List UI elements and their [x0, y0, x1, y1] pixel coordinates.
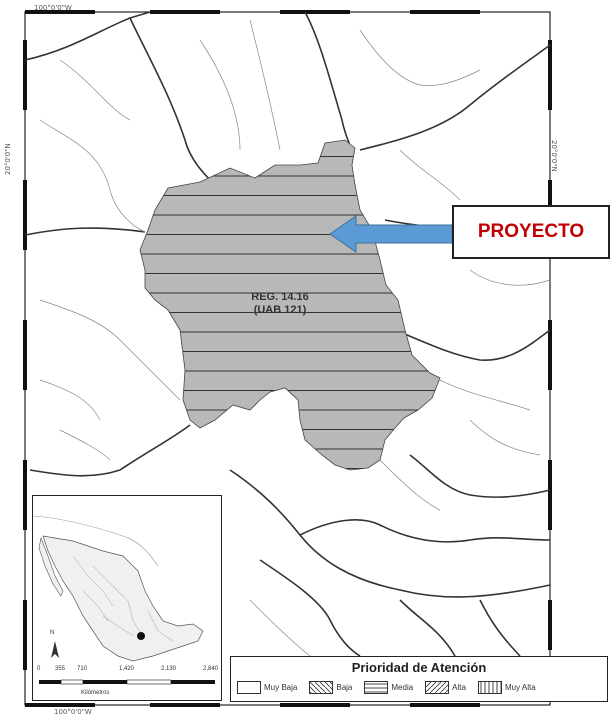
legend-items: Muy Baja Baja Media Alta Muy Alta — [237, 681, 536, 694]
scale-tick: 2,130 — [161, 666, 177, 672]
project-callout: PROYECTO — [452, 205, 610, 259]
legend-swatch — [477, 681, 502, 694]
scale-tick: 0 — [37, 666, 41, 672]
legend-swatch — [364, 681, 389, 694]
coordinate-bottom: 100°0'0"W — [54, 708, 92, 716]
legend-label: Alta — [452, 683, 466, 692]
inset-mexico-shape — [42, 535, 204, 662]
region-polygon — [139, 139, 441, 471]
scale-unit: Kilómetros — [81, 690, 110, 696]
legend: Prioridad de Atención Muy Baja Baja Medi… — [230, 656, 608, 702]
region-label: REG. 14.16 (UAB 121) — [230, 291, 330, 317]
scale-tick: 1,420 — [119, 666, 135, 672]
inset-project-marker — [137, 632, 145, 640]
legend-item-muy-alta: Muy Alta — [477, 681, 536, 694]
project-label: PROYECTO — [477, 221, 585, 242]
scale-tick: 710 — [77, 666, 88, 672]
coordinate-top: 100°0'0"W — [34, 4, 72, 12]
legend-item-baja: Baja — [309, 681, 352, 694]
scale-bar — [39, 679, 215, 685]
legend-swatch — [425, 681, 450, 694]
legend-item-muy-baja: Muy Baja — [237, 681, 297, 694]
inset-state-lines — [72, 555, 174, 642]
legend-label: Muy Alta — [504, 683, 536, 692]
inset-us-border — [33, 515, 159, 567]
legend-item-alta: Alta — [425, 681, 466, 694]
north-arrow-icon — [51, 641, 59, 658]
legend-label: Muy Baja — [264, 683, 298, 692]
scale-tick: 355 — [55, 666, 66, 672]
legend-item-media: Media — [364, 681, 413, 694]
legend-swatch — [309, 681, 334, 694]
inset-baja — [38, 536, 64, 597]
scale-ticks: 0 355 710 1,420 2,130 2,840 — [33, 666, 223, 676]
legend-label: Media — [391, 683, 414, 692]
legend-title: Prioridad de Atención — [351, 660, 487, 675]
region-code: (UAB 121) — [253, 304, 307, 316]
map-border-ticks — [23, 10, 552, 707]
scale-tick: 2,840 — [203, 666, 219, 672]
municipal-boundaries — [39, 19, 551, 657]
legend-swatch — [237, 681, 261, 694]
coordinate-right: 20°0'0"N — [550, 140, 558, 172]
region-name: REG. 14.16 — [251, 291, 309, 303]
legend-label: Baja — [336, 683, 353, 692]
inset-map: N 0 355 710 1,420 2,130 2,840 Kilómetros — [32, 495, 222, 701]
north-label: N — [50, 630, 55, 636]
inset-svg — [33, 515, 215, 685]
coordinate-left: 20°0'0"N — [4, 143, 12, 175]
